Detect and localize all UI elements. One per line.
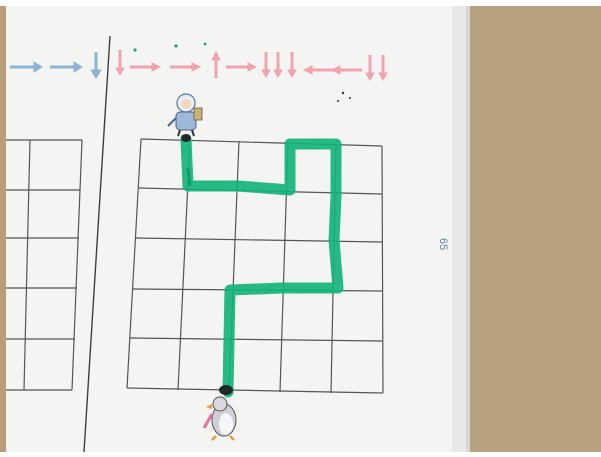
page-number: 65	[437, 238, 449, 250]
worksheet-paper	[6, 6, 470, 452]
start-dot	[181, 134, 191, 142]
end-dot	[219, 385, 233, 395]
